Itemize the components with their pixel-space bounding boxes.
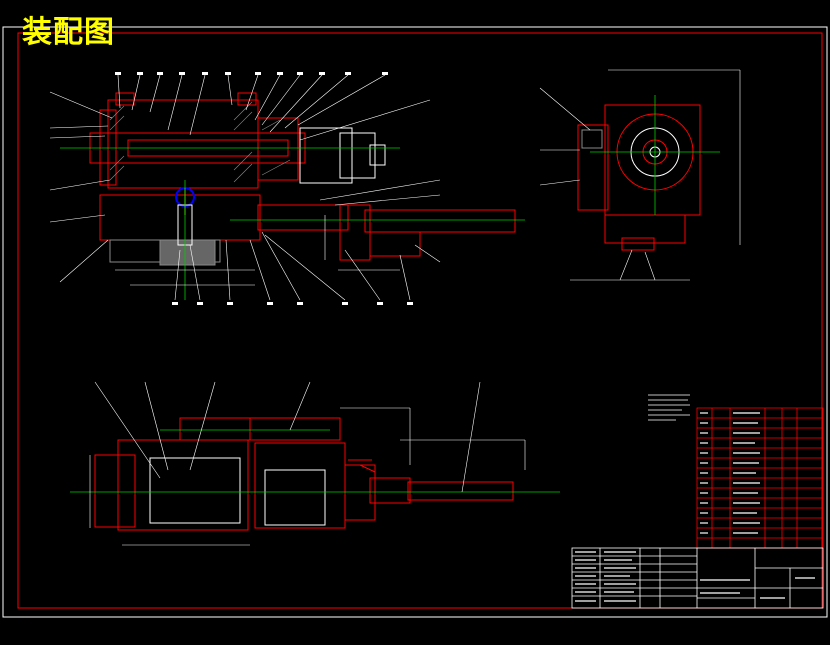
- title-block: [571, 547, 824, 609]
- technical-notes: [648, 394, 690, 421]
- side-view: [539, 69, 741, 281]
- inner-frame: [17, 32, 823, 609]
- outer-frame: [2, 26, 828, 618]
- main-section-view: [49, 72, 525, 305]
- drawing-title: 装配图: [22, 15, 115, 50]
- title-block-entries: [575, 551, 815, 602]
- parts-list-entries: [700, 412, 760, 534]
- plan-view: [70, 381, 560, 546]
